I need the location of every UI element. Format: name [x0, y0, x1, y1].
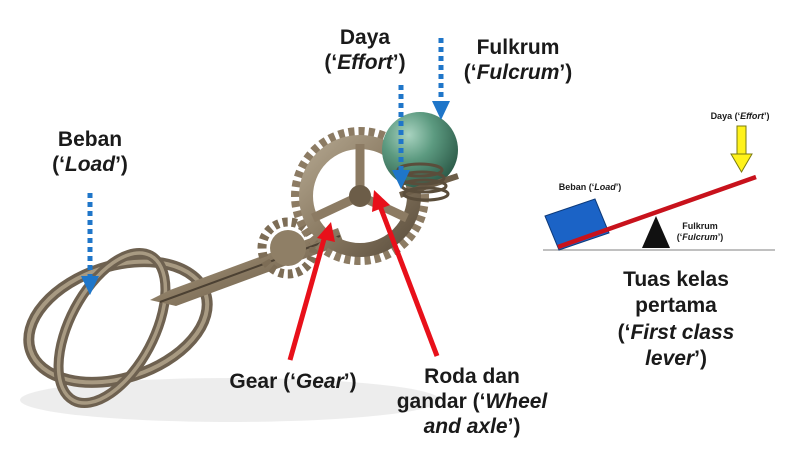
lever-caption-line4: lever’) — [588, 346, 764, 372]
red-arrow-wheel — [372, 190, 440, 357]
label-load-word: Beban — [57, 128, 123, 151]
dotted-arrow-load — [81, 193, 99, 295]
lever-load-word: Beban — [558, 182, 587, 192]
fulcrum-triangle — [642, 216, 670, 248]
lever-effort-term: Effort — [740, 111, 764, 121]
red-arrow-gear — [287, 222, 335, 361]
label-wheel-term1: Wheel — [485, 390, 548, 414]
label-fulcrum: Fulkrum (‘Fulcrum’) — [448, 35, 588, 85]
close-quote: ’) — [507, 415, 521, 439]
open-quote: (‘ — [617, 320, 631, 344]
open-quote: (‘ — [463, 61, 477, 85]
open-quote: (‘ — [324, 51, 338, 75]
effort-arrow — [730, 125, 753, 173]
lever-caption-line2: pertama — [635, 294, 717, 318]
label-wheel-word: gandar — [396, 390, 467, 414]
close-quote: ’) — [392, 51, 406, 75]
label-load-term-line: (‘Load’) — [30, 152, 150, 177]
label-fulcrum-term-line: (‘Fulcrum’) — [448, 60, 588, 85]
label-gear: Gear (‘Gear’) — [208, 369, 378, 394]
dotted-arrow-fulcrum — [432, 38, 450, 120]
open-quote: (‘ — [734, 111, 741, 121]
lever-caption-line3: (‘First class — [588, 320, 764, 346]
label-load: Beban (‘Load’) — [30, 127, 150, 177]
label-gear-term: Gear — [295, 370, 344, 393]
label-effort-term: Effort — [337, 51, 393, 75]
close-quote: ’) — [763, 111, 770, 121]
label-effort: Daya (‘Effort’) — [295, 25, 435, 75]
load-box — [544, 198, 610, 251]
open-quote: (‘ — [472, 390, 486, 414]
lever-label-effort: Daya (‘Effort’) — [690, 111, 790, 122]
lever-label-fulcrum: Fulkrum (‘Fulcrum’) — [660, 221, 740, 244]
label-fulcrum-term: Fulcrum — [476, 61, 560, 85]
label-gear-word: Gear — [229, 370, 278, 393]
gear-wheel — [291, 127, 429, 265]
label-load-term: Load — [64, 153, 116, 177]
label-wheel-term2: and axle — [423, 415, 508, 439]
open-quote: (‘ — [283, 370, 296, 393]
lever-label-load: Beban (‘Load’) — [540, 182, 640, 193]
lever-bar — [557, 174, 757, 250]
open-quote: (‘ — [676, 232, 683, 243]
close-quote: ’) — [115, 153, 128, 177]
close-quote: ’) — [694, 346, 707, 370]
lever-caption-line1: Tuas kelas — [623, 268, 729, 291]
lever-diagram — [543, 125, 775, 251]
label-wheel-line2: gandar (‘Wheel — [372, 389, 572, 414]
label-effort-word: Daya — [339, 26, 391, 49]
lever-fulcrum-term-line: (‘Fulcrum’) — [660, 232, 740, 243]
open-quote: (‘ — [52, 153, 65, 177]
close-quote: ’) — [717, 232, 724, 243]
close-quote: ’) — [559, 61, 573, 85]
lever-effort-word: Daya — [710, 111, 733, 121]
close-quote: ’) — [343, 370, 357, 393]
lever-caption-term1: First class — [630, 320, 735, 344]
lever-caption: Tuas kelas pertama (‘First class lever’) — [588, 267, 764, 372]
lever-load-term: Load — [594, 182, 616, 192]
label-wheel-line1: Roda dan — [424, 365, 520, 388]
close-quote: ’) — [615, 182, 622, 192]
label-wheel-axle: Roda dan gandar (‘Wheel and axle’) — [372, 364, 572, 440]
lever-caption-term2: lever — [645, 346, 695, 370]
dotted-arrow-effort — [392, 85, 410, 189]
label-wheel-line3: and axle’) — [372, 414, 572, 439]
small-gear — [257, 217, 319, 279]
lever-fulcrum-word: Fulkrum — [682, 221, 718, 231]
label-fulcrum-word: Fulkrum — [476, 36, 560, 59]
open-quote: (‘ — [588, 182, 595, 192]
label-effort-term-line: (‘Effort’) — [295, 50, 435, 75]
lever-fulcrum-term: Fulcrum — [682, 232, 718, 243]
egg-beater-photo — [20, 112, 459, 422]
